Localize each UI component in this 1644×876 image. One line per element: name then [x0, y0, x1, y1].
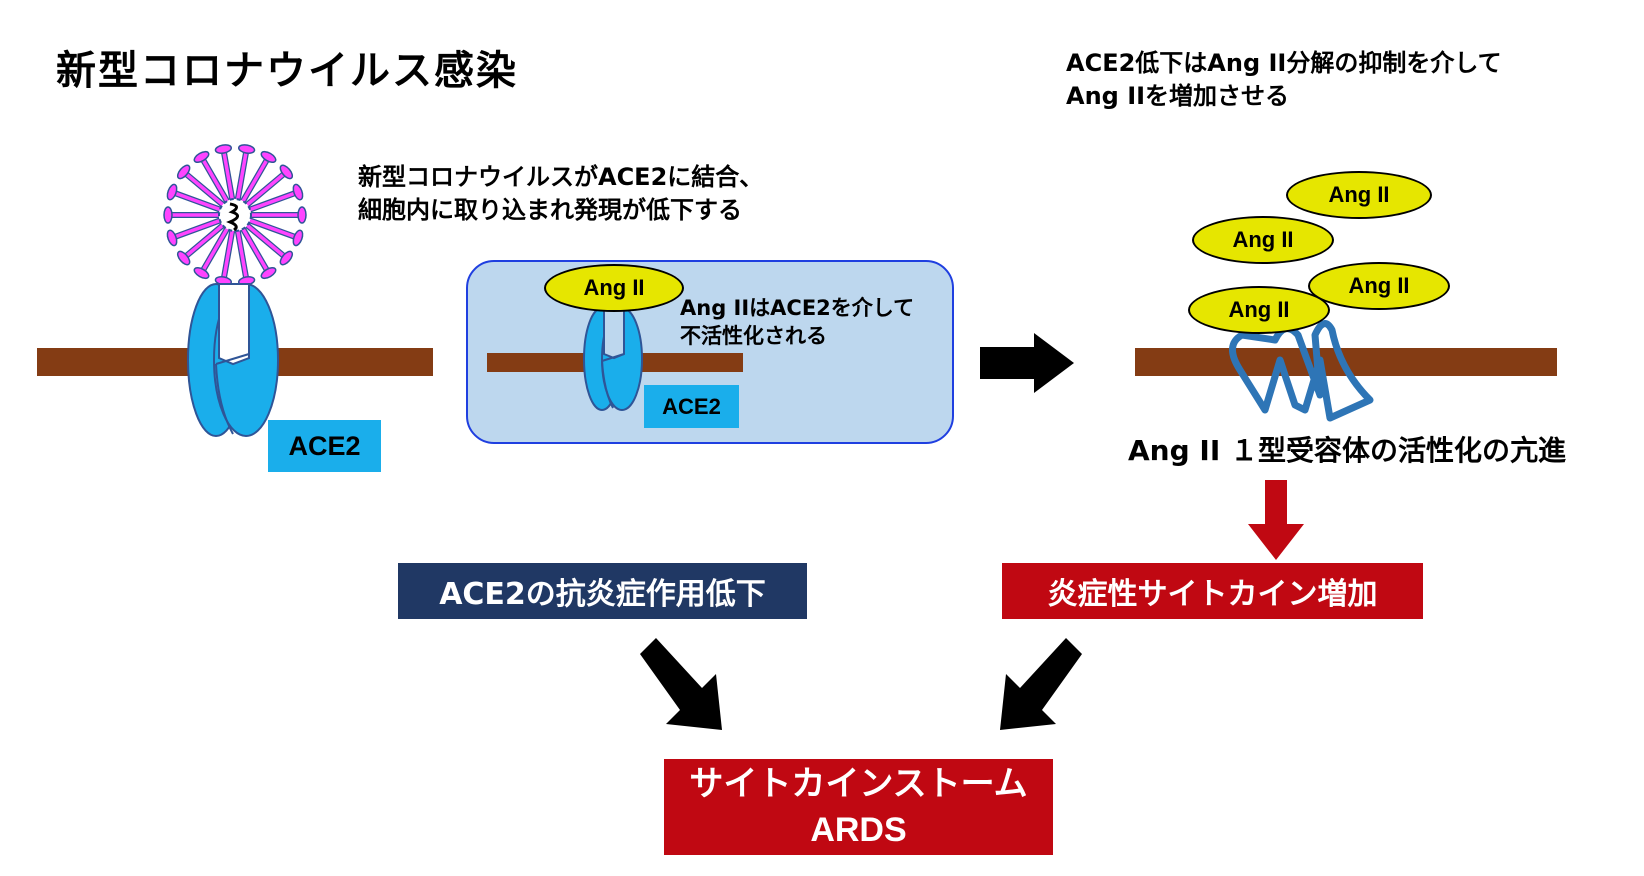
virus-spike-fill: [241, 227, 269, 272]
viral-rna: [226, 202, 239, 232]
inflammatory-cytokine-increase-box: 炎症性サイトカイン増加: [1002, 563, 1423, 619]
receptor-activation-note: Ang II １型受容体の活性化の亢進: [1128, 434, 1566, 467]
virus-spike-fill: [246, 223, 286, 258]
virus-spike-head: [166, 229, 178, 247]
virus-spike-head: [166, 183, 178, 201]
ang-ii-cluster-1: Ang II: [1286, 171, 1432, 219]
virus-spike-head: [214, 144, 233, 154]
virus-spike-head: [260, 150, 277, 164]
virus-spike-head: [176, 164, 191, 180]
increase-note-line-1: ACE2低下はAng II分解の抑制を介して: [1066, 49, 1502, 77]
virus-spike-fill: [174, 218, 221, 239]
virus-spike-fill: [249, 218, 296, 239]
coronavirus-icon: [163, 144, 307, 286]
virus-spike-fill: [241, 158, 269, 203]
inactivation-note-line-2: 不活性化される: [680, 324, 827, 348]
down-arrow-red: [1248, 480, 1304, 560]
binding-note-line-2: 細胞内に取り込まれ発現が低下する: [358, 196, 742, 224]
virus-spike-head: [260, 266, 277, 280]
right-arrow: [980, 333, 1074, 393]
virus-spike-head: [176, 250, 191, 266]
virus-spike-head: [163, 206, 173, 224]
increase-note-line-2: Ang IIを増加させる: [1066, 82, 1290, 110]
binding-note-line-1: 新型コロナウイルスがACE2に結合、: [358, 163, 764, 191]
binding-note: 新型コロナウイルスがACE2に結合、 細胞内に取り込まれ発現が低下する: [358, 161, 763, 227]
virus-spike-fill: [246, 172, 286, 207]
inactivation-note: Ang IIはACE2を介して 不活性化される: [680, 294, 914, 350]
ang-ii-panel: Ang II: [544, 264, 684, 312]
ace2-label-left: ACE2: [268, 420, 381, 472]
anti-inflammatory-decrease-box: ACE2の抗炎症作用低下: [398, 563, 807, 619]
virus-spike-head: [279, 164, 294, 180]
virus-spike-fill: [222, 151, 234, 200]
virus-spike-fill: [249, 191, 296, 212]
page-title: 新型コロナウイルス感染: [56, 48, 518, 94]
cytokine-storm-ards-box: サイトカインストーム ARDS: [664, 759, 1053, 855]
virus-spike-head: [237, 144, 256, 154]
virus-spike-head: [279, 250, 294, 266]
virus-spike-fill: [184, 172, 224, 207]
down-left-arrow: [1000, 638, 1082, 730]
virus-spike-fill: [222, 230, 234, 279]
virus-spike-head: [297, 206, 307, 224]
at1-receptor-squiggle-icon: [1229, 320, 1374, 422]
ang-ii-cluster-2: Ang II: [1192, 216, 1334, 264]
ace2-label-panel: ACE2: [644, 385, 739, 428]
virus-spike-fill: [236, 230, 248, 279]
ards-label: ARDS: [810, 811, 907, 849]
virus-spike-fill: [201, 227, 229, 272]
ang-ii-cluster-3: Ang II: [1308, 262, 1450, 310]
virus-spike-head: [292, 229, 304, 247]
cytokine-storm-label: サイトカインストーム: [689, 764, 1028, 804]
virus-spike-fill: [184, 223, 224, 258]
virus-spike-fill: [236, 151, 248, 200]
down-right-arrow: [640, 638, 722, 730]
ace2-receptor-panel-icon: [583, 307, 643, 411]
increase-note: ACE2低下はAng II分解の抑制を介して Ang IIを増加させる: [1066, 47, 1502, 113]
virus-spike-fill: [174, 191, 221, 212]
virus-spike-head: [193, 266, 210, 280]
virus-spike-head: [193, 150, 210, 164]
ace2-receptor-icon: [187, 283, 279, 437]
ang-ii-cluster-4: Ang II: [1188, 286, 1330, 334]
inactivation-note-line-1: Ang IIはACE2を介して: [680, 296, 915, 320]
virus-spike-head: [292, 183, 304, 201]
virus-spike-fill: [201, 158, 229, 203]
